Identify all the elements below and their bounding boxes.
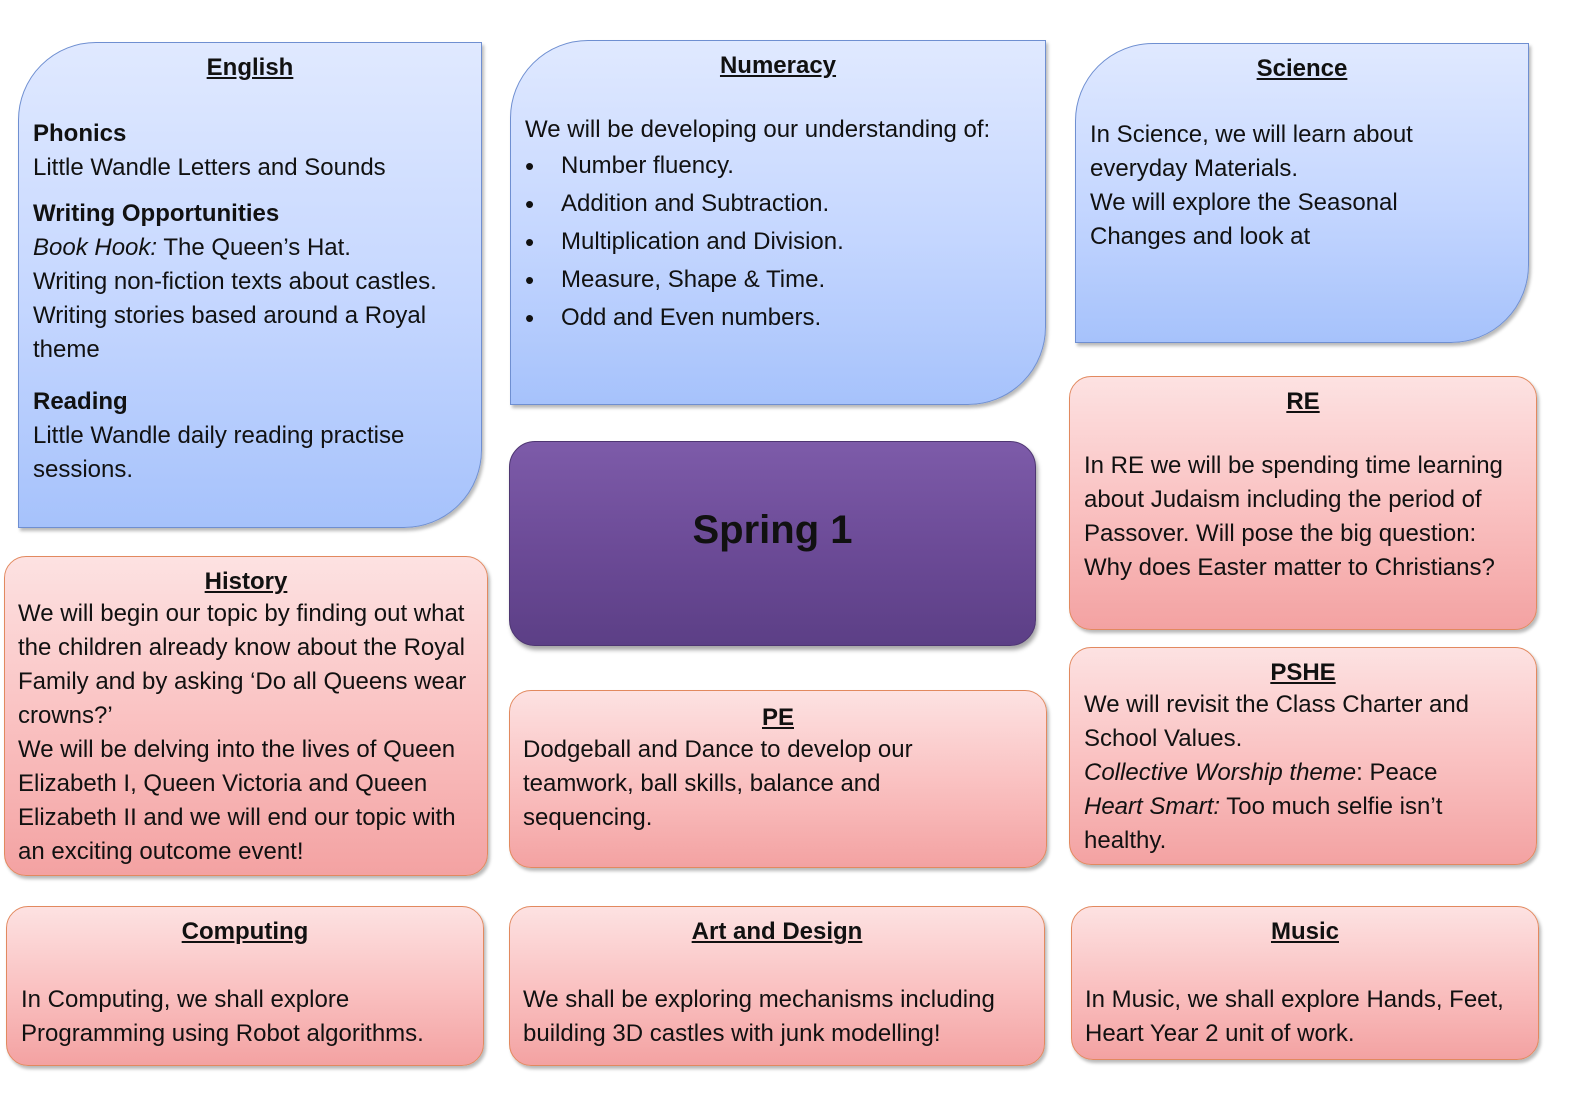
re-question: Why does Easter matter to Christians? xyxy=(1084,554,1495,581)
phonics-text: Little Wandle Letters and Sounds xyxy=(33,154,386,181)
pshe-heart-text: Too much selfie isn’t healthy. xyxy=(1084,793,1443,854)
book-hook-text: The Queen’s Hat. xyxy=(157,234,351,261)
numeracy-item: Addition and Subtraction. xyxy=(525,185,1037,223)
term-title: Spring 1 xyxy=(692,508,853,552)
art-panel: Art and Design We shall be exploring mec… xyxy=(509,906,1045,1066)
book-hook-line: Book Hook: The Queen’s Hat. xyxy=(33,231,471,265)
science-text-2: We will explore the Seasonal Changes and… xyxy=(1090,189,1398,250)
pshe-panel: PSHE We will revisit the Class Charter a… xyxy=(1069,647,1537,865)
computing-title: Computing xyxy=(181,918,309,945)
book-hook-label: Book Hook: xyxy=(33,234,158,261)
pshe-heart-line: Heart Smart: Too much selfie isn’t healt… xyxy=(1084,790,1484,858)
science-text: In Science, we will learn about everyday… xyxy=(1090,121,1413,182)
phonics-heading: Phonics xyxy=(33,120,127,147)
numeracy-item: Multiplication and Division. xyxy=(525,223,1037,261)
history-text-1: We will begin our topic by finding out w… xyxy=(18,600,467,729)
pshe-text: We will revisit the Class Charter and Sc… xyxy=(1084,691,1470,752)
music-text: In Music, we shall explore Hands, Feet, … xyxy=(1085,986,1504,1047)
computing-text: In Computing, we shall explore Programmi… xyxy=(21,986,424,1047)
numeracy-item: Measure, Shape & Time. xyxy=(525,261,1037,299)
pshe-worship-text: : Peace xyxy=(1356,759,1438,786)
term-title-panel: Spring 1 xyxy=(509,441,1036,646)
pe-text: Dodgeball and Dance to develop our teamw… xyxy=(523,736,913,831)
science-panel: Science In Science, we will learn about … xyxy=(1075,43,1529,343)
computing-panel: Computing In Computing, we shall explore… xyxy=(6,906,484,1066)
art-text: We shall be exploring mechanisms includi… xyxy=(523,986,995,1047)
pshe-heart-label: Heart Smart: xyxy=(1084,793,1221,820)
writing-heading: Writing Opportunities xyxy=(33,200,280,227)
pe-title: PE xyxy=(761,704,794,731)
numeracy-panel: Numeracy We will be developing our under… xyxy=(510,40,1046,405)
pe-panel: PE Dodgeball and Dance to develop our te… xyxy=(509,690,1047,868)
science-title: Science xyxy=(1256,55,1348,82)
music-panel: Music In Music, we shall explore Hands, … xyxy=(1071,906,1539,1060)
pshe-title: PSHE xyxy=(1270,659,1336,686)
reading-heading: Reading xyxy=(33,388,128,415)
history-panel: History We will begin our topic by findi… xyxy=(4,556,488,876)
music-title: Music xyxy=(1270,918,1339,945)
art-title: Art and Design xyxy=(691,918,863,945)
writing-line-2: Writing stories based around a Royal the… xyxy=(33,302,427,363)
reading-text: Little Wandle daily reading practise ses… xyxy=(33,422,405,483)
numeracy-title: Numeracy xyxy=(719,52,837,79)
writing-line-1: Writing non-fiction texts about castles. xyxy=(33,268,437,295)
re-text: In RE we will be spending time learning … xyxy=(1084,452,1503,547)
english-panel: English Phonics Little Wandle Letters an… xyxy=(18,42,482,528)
numeracy-item: Number fluency. xyxy=(525,147,1037,185)
re-title: RE xyxy=(1286,388,1320,415)
history-title: History xyxy=(204,568,288,595)
re-panel: RE In RE we will be spending time learni… xyxy=(1069,376,1537,630)
english-title: English xyxy=(206,54,294,81)
numeracy-item: Odd and Even numbers. xyxy=(525,299,1037,337)
pshe-worship-label: Collective Worship theme xyxy=(1084,759,1357,786)
history-text-2: We will be delving into the lives of Que… xyxy=(18,736,456,865)
pshe-worship-line: Collective Worship theme: Peace xyxy=(1084,756,1484,790)
numeracy-intro: We will be developing our understanding … xyxy=(525,116,991,143)
numeracy-list: Number fluency. Addition and Subtraction… xyxy=(525,147,1037,337)
